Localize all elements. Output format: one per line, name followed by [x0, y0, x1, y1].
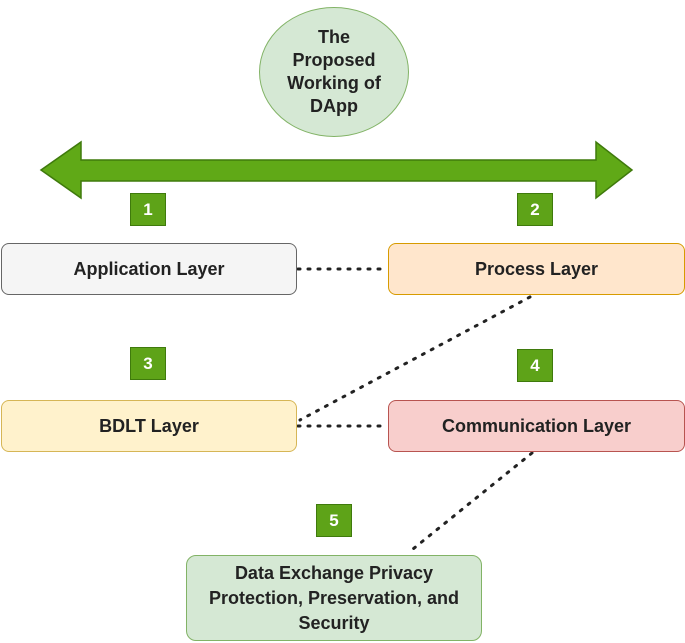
diagram-title: The Proposed Working of DApp	[259, 7, 409, 137]
process-layer-box: Process Layer	[388, 243, 685, 295]
connector-communication-privacy	[406, 451, 534, 555]
step-badge-2: 2	[517, 193, 553, 226]
double-headed-arrow	[39, 140, 634, 200]
step-badge-3: 3	[130, 347, 166, 380]
step-badge-4: 4	[517, 349, 553, 382]
step-badge-1: 1	[130, 193, 166, 226]
privacy-security-box: Data Exchange Privacy Protection, Preser…	[186, 555, 482, 641]
step-badge-5: 5	[316, 504, 352, 537]
connector-process-bdlt	[298, 295, 532, 422]
application-layer-box: Application Layer	[1, 243, 297, 295]
communication-layer-box: Communication Layer	[388, 400, 685, 452]
bdlt-layer-box: BDLT Layer	[1, 400, 297, 452]
